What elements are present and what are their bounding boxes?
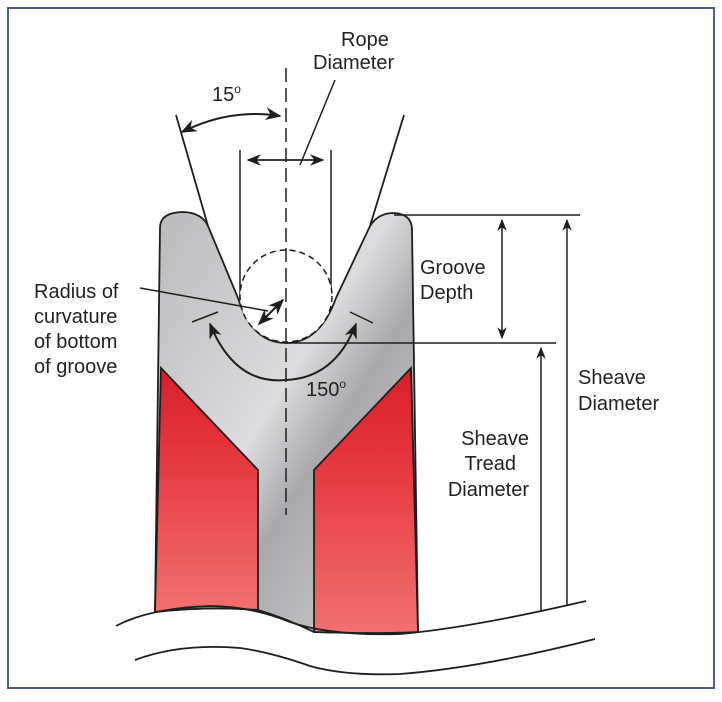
radius-label-2: curvature	[34, 306, 117, 328]
break-line-bottom	[134, 638, 596, 676]
bottom-angle-tick-left	[191, 311, 219, 323]
bottom-angle-arrow	[209, 322, 357, 382]
groove-depth-label-2: Depth	[420, 282, 473, 304]
frame-border	[7, 7, 715, 689]
bottom-angle-tick-right	[349, 311, 374, 324]
sheave-diameter-label-2: Diameter	[578, 393, 659, 415]
flank-line-left	[175, 114, 209, 227]
tread-diameter-label-3: Diameter	[448, 479, 529, 501]
flank-line-right	[369, 114, 405, 227]
radius-leader	[139, 287, 269, 312]
groove-depth-label-1: Groove	[420, 257, 486, 279]
radius-label-3: of bottom	[34, 331, 117, 353]
sheave-diameter-label-1: Sheave	[578, 367, 646, 389]
flank-angle-label: 15o	[212, 82, 241, 106]
flank-angle-arrow	[180, 107, 282, 133]
radius-arrow	[257, 298, 285, 326]
tread-diameter-label-1: Sheave	[461, 428, 529, 450]
break-line-top	[115, 600, 587, 636]
radius-label-1: Radius of	[34, 281, 119, 303]
rope-diameter-label-1: Rope	[341, 29, 389, 51]
bottom-angle-label: 150o	[306, 377, 346, 401]
radius-label-4: of groove	[34, 356, 117, 378]
rope-diameter-label-2: Diameter	[313, 52, 394, 74]
tread-diameter-label-2: Tread	[464, 453, 516, 475]
rope-diameter-leader	[299, 79, 336, 166]
